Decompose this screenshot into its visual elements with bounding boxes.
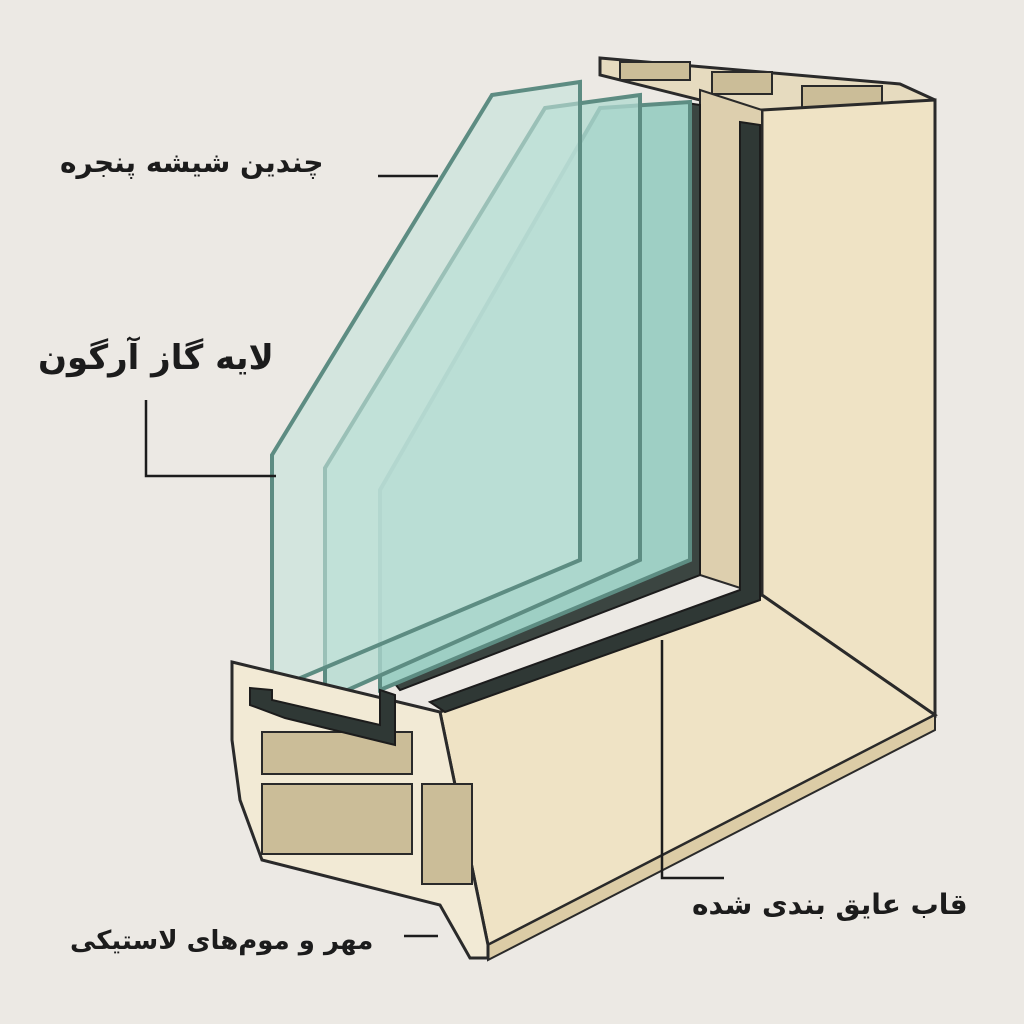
label-argon-gas-layer: لایه گاز آرگون [38, 338, 274, 378]
pane-bottom-seal [249, 686, 396, 747]
profile-chamber-right [421, 783, 473, 885]
glass-pane-front [270, 79, 582, 694]
leader-line-argon [144, 400, 276, 478]
top-chamber-1 [619, 61, 691, 81]
seal-strip-outer [427, 120, 761, 714]
label-multiple-panes: چندین شیشه پنجره [60, 146, 324, 179]
label-insulated-frame: قاب عایق بندی شده [692, 888, 968, 921]
top-chamber-2 [711, 71, 773, 95]
leader-line-frame [660, 640, 724, 880]
label-rubber-seals: مهر و موم‌های لاستیکی [70, 926, 374, 956]
profile-chamber-left [261, 783, 413, 855]
